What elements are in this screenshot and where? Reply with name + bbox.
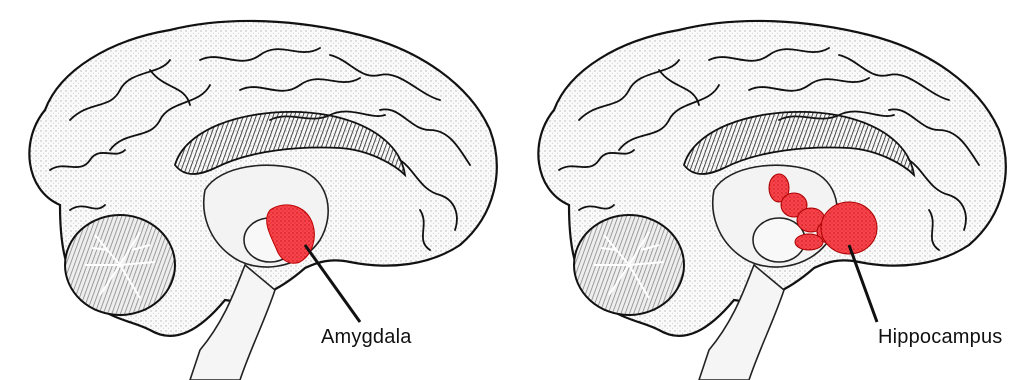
hippocampus-label: Hippocampus: [878, 326, 1003, 349]
amygdala-label: Amygdala: [321, 326, 412, 349]
brain-diagram-hippocampus: [509, 0, 1019, 380]
amygdala-panel: Amygdala: [0, 0, 510, 380]
brain-diagram-amygdala: [0, 0, 510, 380]
hippocampus-panel: Hippocampus: [509, 0, 1019, 380]
